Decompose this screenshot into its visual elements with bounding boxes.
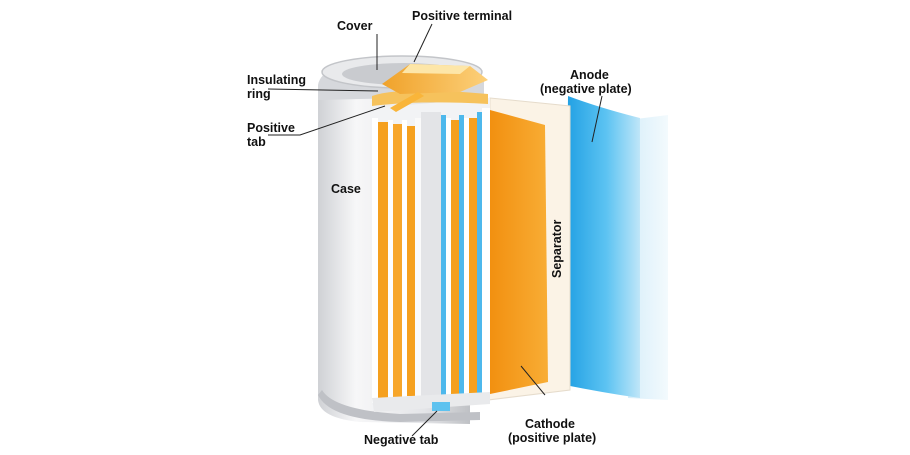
label-case: Case [331, 182, 361, 196]
roll-bottom [372, 392, 490, 412]
inner-separator-strip [372, 118, 378, 403]
inner-separator-strip [446, 118, 451, 398]
label-positive-tab-line2: tab [247, 135, 266, 149]
inner-separator-strip [415, 118, 421, 400]
label-positive-tab-line1: Positive [247, 121, 295, 135]
inner-cathode-strip [469, 118, 477, 396]
label-cathode-line1: Cathode [525, 417, 575, 431]
inner-cathode-strip [378, 122, 388, 400]
label-separator: Separator [550, 220, 564, 278]
positive-tab-lead [390, 92, 424, 112]
negative-tab [432, 402, 450, 411]
anode-plate [565, 96, 640, 398]
label-anode-line2: (negative plate) [540, 82, 632, 96]
label-insulating-ring-line1: Insulating [247, 73, 306, 87]
inner-cathode-strip [407, 126, 415, 396]
inner-anode-strip [441, 115, 446, 400]
inner-separator-strip [482, 108, 490, 400]
cathode-plate [490, 110, 548, 394]
inner-separator-strip [402, 120, 407, 400]
core-gap [421, 112, 441, 402]
inner-cathode-strip [451, 120, 459, 396]
label-cathode-line2: (positive plate) [508, 431, 596, 445]
inner-anode-strip [477, 112, 482, 398]
case-bottom-rim [318, 390, 480, 422]
label-cover: Cover [337, 19, 373, 33]
label-positive-terminal: Positive terminal [412, 9, 512, 23]
leader-lines [267, 23, 603, 437]
inner-separator-strip [464, 118, 469, 398]
inner-separator-strip [388, 120, 393, 402]
label-insulating-ring-line2: ring [247, 87, 271, 101]
terminal-top-face [402, 64, 470, 74]
inner-anode-strip [459, 115, 464, 398]
inner-cathode-strip [393, 124, 402, 398]
label-negative-tab: Negative tab [364, 433, 439, 447]
label-anode-line1: Anode [570, 68, 609, 82]
